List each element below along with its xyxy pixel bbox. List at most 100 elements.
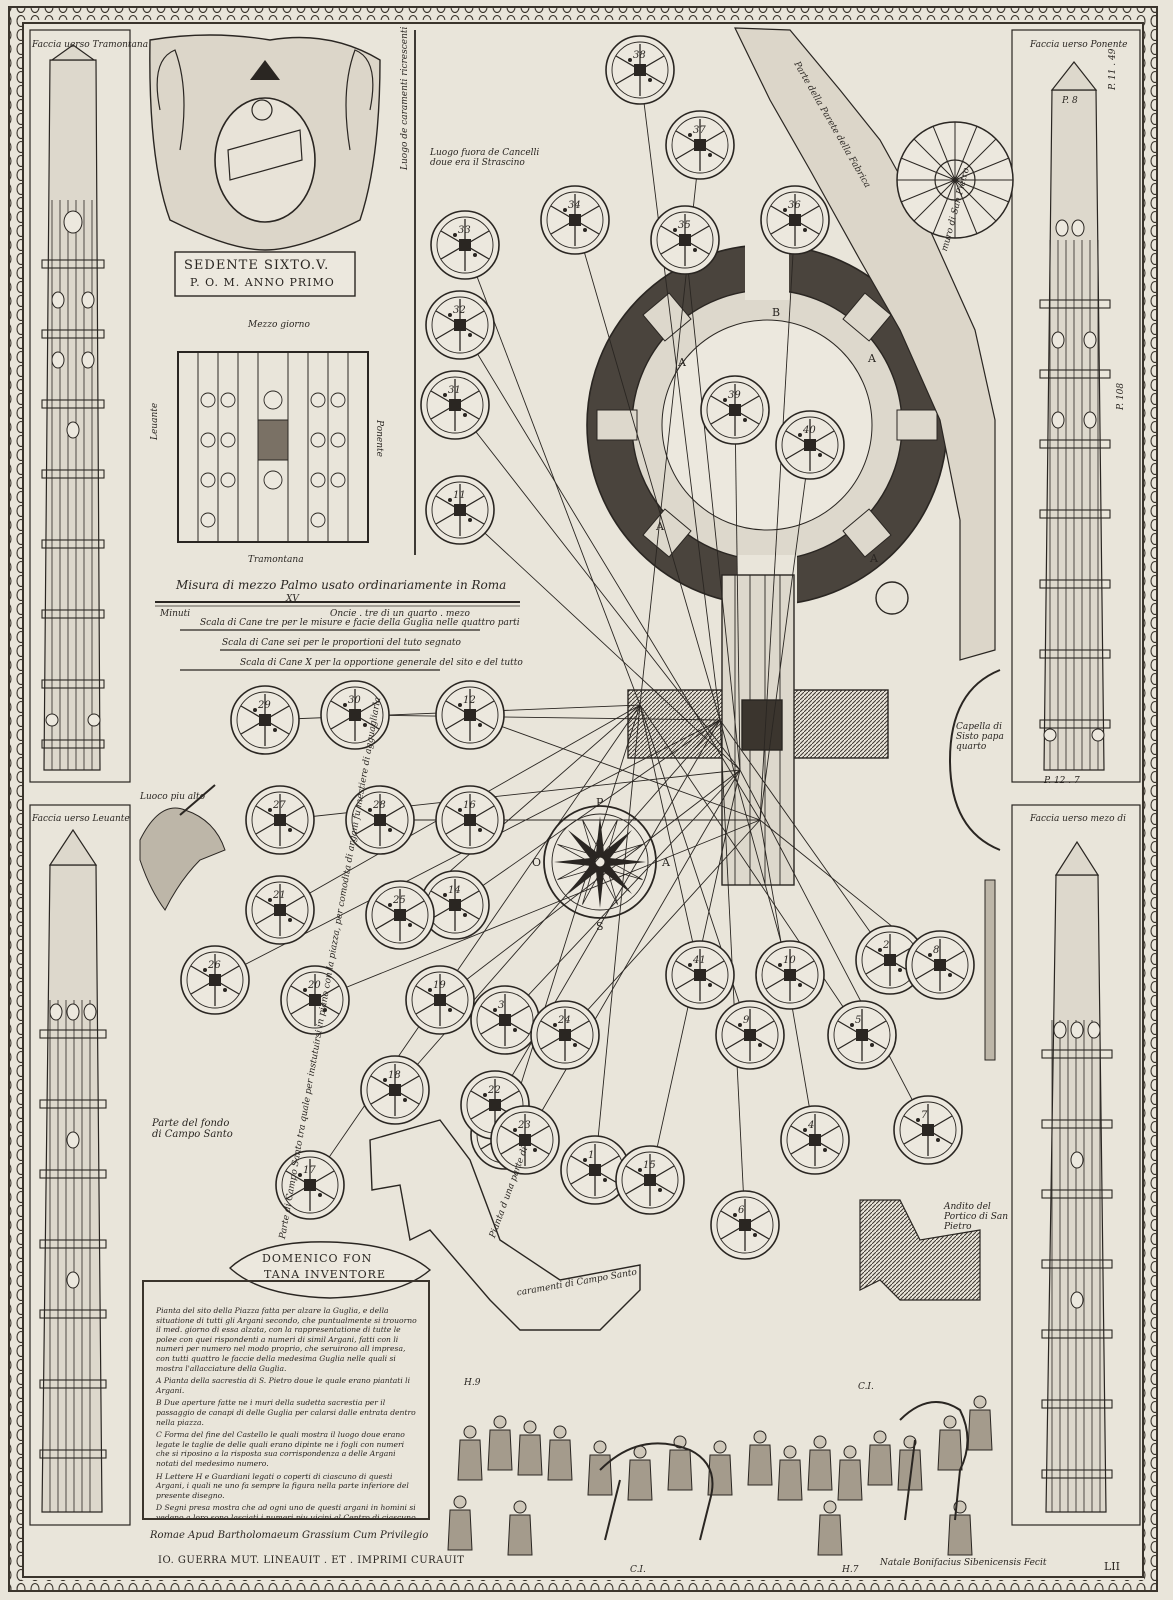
scale-row2: Scala di Cane tre per le misure e facie … (200, 618, 520, 628)
winch-number: 30 (348, 695, 361, 706)
winch-number: 37 (693, 125, 706, 136)
scale-row3: Scala di Cane sei per le proportioni del… (222, 638, 461, 648)
winch-number: 23 (517, 1120, 531, 1131)
scale-minutes: Minuti (160, 609, 191, 619)
winch-number: 33 (458, 225, 471, 236)
basilica-wall (734, 27, 996, 661)
winch-capstan: 36 (760, 185, 830, 255)
capella-label: Capella di Sisto papa quarto (956, 722, 1004, 752)
winch-capstan: 26 (180, 945, 250, 1015)
winch-capstan: 17 (275, 1150, 345, 1220)
publisher-line: Romae Apud Bartholomaeum Grassium Cum Pr… (150, 1530, 429, 1541)
winch-capstan: 34 (540, 185, 610, 255)
winch-number: 35 (678, 220, 691, 231)
winch-number: 6 (738, 1205, 745, 1216)
worker-figure (457, 1425, 483, 1481)
winch-capstan: 3 (470, 985, 540, 1055)
base-plan-right-label: Ponente (374, 420, 384, 457)
winch-number: 21 (272, 890, 286, 901)
winch-capstan: 31 (420, 370, 490, 440)
rope-line (719, 719, 891, 961)
legend-item-c: C Forma del fine del Castello le quali m… (156, 1430, 405, 1468)
worker-figure (807, 1435, 833, 1491)
winch-number: 2 (882, 940, 889, 951)
south-elevation-title: Faccia uerso mezo di (1030, 814, 1127, 824)
winch-number: 27 (272, 800, 286, 811)
bead-border-bottom (10, 1580, 1156, 1592)
andito-label: Andito del Portico di San Pietro (944, 1202, 1009, 1232)
compass-west: O (532, 856, 542, 869)
luogo-fuora-label: Luogo fuora de Cancelli doue era il Stra… (430, 148, 540, 168)
winch-capstan: 39 (700, 375, 770, 445)
winch-number: 11 (453, 490, 466, 501)
rope-line (354, 714, 721, 721)
winch-capstan: 41 (665, 940, 735, 1010)
scene-label-h7: H.7 (842, 1565, 859, 1575)
obelisk-north (41, 44, 105, 771)
worker-figure (967, 1395, 993, 1451)
base-plan-bottom-label: Tramontana (248, 555, 304, 565)
winch-number: 10 (783, 955, 796, 966)
rope-line (574, 219, 721, 721)
winch-number: 28 (372, 800, 386, 811)
west-elevation-frame (1011, 29, 1141, 783)
campo-santo-plan (369, 1119, 641, 1331)
rope-line (639, 69, 721, 721)
winch-capstan: 24 (530, 1000, 600, 1070)
horse-figure (599, 1442, 714, 1541)
winch-capstan: 19 (405, 965, 475, 1035)
winch-number: 17 (303, 1165, 316, 1176)
winch-number: 24 (557, 1015, 571, 1026)
winch-capstan: 4 (780, 1105, 850, 1175)
winch-number: 18 (388, 1070, 401, 1081)
legend-intro: Pianta del sito della Piazza fatta per a… (156, 1306, 417, 1373)
winch-capstan: 9 (715, 1000, 785, 1070)
rope-line (459, 324, 761, 821)
winch-capstan: 40 (775, 410, 845, 480)
winch-number: 31 (448, 385, 461, 396)
winch-number: 15 (643, 1160, 656, 1171)
winch-capstan: 1 (560, 1135, 630, 1205)
rope-line (594, 704, 641, 1171)
winch-capstan: 32 (425, 290, 495, 360)
plate-number: LII (1104, 1560, 1120, 1573)
legend-item-b: B Due aperture fatte ne i muri della sud… (156, 1398, 416, 1427)
winch-number: 41 (692, 955, 706, 966)
sacristy-label-a4: A (870, 552, 878, 565)
sacristy-label-a2: A (868, 352, 876, 365)
rope-line (639, 704, 701, 976)
winch-number: 40 (802, 425, 816, 436)
winch-capstan: 30 (320, 680, 390, 750)
rope-line (734, 409, 741, 771)
winch-capstan: 5 (827, 1000, 897, 1070)
scene-label-c1-bottom: C.I. (630, 1565, 646, 1575)
legend-item-h: H Lettere H e Guardiani legati o coperti… (156, 1471, 409, 1500)
winch-number: 12 (463, 695, 476, 706)
rope-line (739, 769, 929, 1131)
winch-capstan: 29 (230, 685, 300, 755)
worker-figure (837, 1445, 863, 1501)
rope-line (454, 719, 721, 906)
winch-number: 32 (453, 305, 466, 316)
worker-figure (547, 1425, 573, 1481)
scale-row4: Scala di Cane X per la opportione genera… (240, 658, 523, 668)
bead-border-right (1144, 8, 1156, 1592)
inventor-banner (228, 1241, 432, 1299)
worker-figure (947, 1500, 973, 1556)
parte-fondo-label: Parte del fondo di Campo Santo (152, 1118, 233, 1140)
small-wheel (875, 581, 909, 615)
scale-oncie: Oncie . tre di un quarto . mezo (330, 609, 470, 619)
scene-label-c1-top: C.I. (858, 1382, 874, 1392)
worker-figure (627, 1445, 653, 1501)
trumpeter-figure (139, 784, 226, 911)
winch-number: 25 (392, 895, 406, 906)
worker-figure (447, 1495, 473, 1551)
compass-north: P (596, 796, 604, 809)
inventor-line1: DOMENICO FON (262, 1252, 373, 1265)
compass-south: S (596, 920, 604, 933)
winch-capstan: 21 (245, 875, 315, 945)
winch-number: 39 (728, 390, 741, 401)
winch-capstan: 37 (665, 110, 735, 180)
